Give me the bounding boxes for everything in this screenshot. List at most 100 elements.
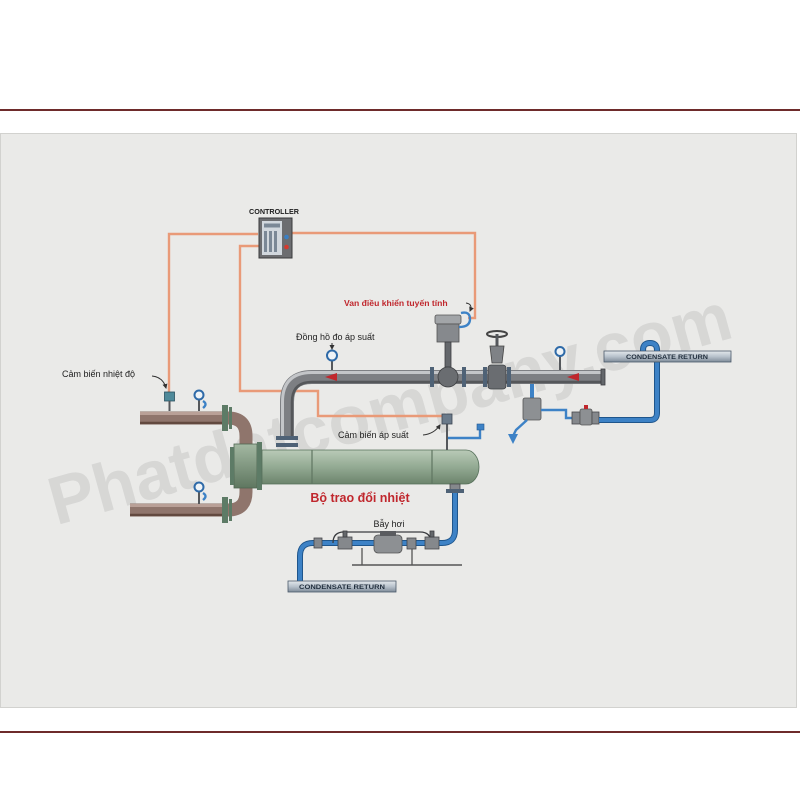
siphon-tube — [202, 491, 207, 501]
gauge-dial-icon — [326, 349, 338, 362]
condensate-return-label: CONDENSATE RETURN — [299, 584, 385, 591]
condensate-return-pipe — [603, 350, 732, 363]
steam-inlet-flange — [276, 436, 298, 440]
flow-direction-arrow — [325, 373, 337, 381]
union-fitting — [313, 537, 323, 549]
heat-exchanger-flange — [257, 442, 262, 490]
controller-bar — [269, 231, 272, 252]
signal-line-temperature — [167, 232, 258, 392]
gauge-stem — [559, 356, 561, 370]
condensate-return-label: CONDENSATE RETURN — [626, 354, 708, 361]
trap-handle — [584, 405, 588, 409]
strainer — [406, 537, 417, 550]
gauge-dial-icon — [193, 481, 205, 493]
condensate-return-header-top: CONDENSATE RETURN — [603, 350, 732, 363]
valve-bonnet — [489, 345, 505, 364]
pressure-sensor-siphon — [448, 429, 482, 440]
heat-exchanger: Bộ trao đổi nhiệt — [230, 442, 480, 505]
heat-exchanger-label: Bộ trao đổi nhiệt — [310, 491, 410, 505]
pressure-sensor-stem — [446, 424, 448, 450]
temperature-sensor-head — [164, 391, 175, 402]
steam-trap-assembly: Bẫy hơi — [313, 519, 462, 566]
controller-bar — [274, 231, 277, 252]
top-divider — [0, 109, 800, 111]
blowdown-arrow-icon — [508, 434, 518, 444]
trap-valve — [591, 411, 600, 425]
outlet-flange — [446, 489, 464, 493]
siphon-tube — [202, 399, 207, 409]
pressure-sensor — [441, 413, 485, 450]
gauge-dial-icon — [554, 346, 566, 357]
pressure-gauge-label: Đồng hồ đo áp suất — [296, 332, 375, 342]
control-valve-pointer — [465, 302, 474, 312]
steam-trap-label: Bẫy hơi — [374, 519, 405, 529]
steam-trap-cap — [380, 531, 396, 536]
steam-inlet-flange — [276, 443, 298, 447]
pressure-sensor-pointer — [422, 424, 441, 436]
gauge-dial-icon — [193, 389, 205, 401]
controller-label: CONTROLLER — [249, 207, 300, 216]
valve-flange — [462, 367, 466, 387]
valve-flange — [483, 367, 487, 387]
valve-handle — [429, 530, 435, 538]
pressure-sensor-label: Cảm biến áp suất — [338, 430, 409, 440]
lower-left-pipe — [130, 480, 253, 517]
upper-left-gauge — [193, 389, 207, 411]
lower-left-gauge — [193, 481, 207, 504]
heat-exchanger-head-flange — [230, 447, 234, 485]
outlet-isolation-valve — [424, 536, 440, 550]
valve-stem — [495, 334, 499, 346]
controller-display-bar — [264, 223, 280, 228]
bottom-divider — [0, 731, 800, 733]
upper-left-pipe — [140, 411, 253, 450]
inlet-isolation-valve — [337, 536, 353, 550]
steam-pipe-highlight — [281, 371, 603, 440]
valve-flange — [430, 367, 434, 387]
upper-left-flange — [229, 407, 232, 429]
actuator-tubing — [458, 311, 472, 329]
steam-pressure-gauge — [326, 349, 338, 370]
temperature-sensor-pointer — [151, 375, 168, 389]
flow-direction-arrow — [567, 373, 579, 381]
valve-handle — [342, 530, 348, 538]
lower-left-flange — [222, 497, 228, 523]
condensate-return-pipe — [287, 580, 397, 593]
controller-blue-indicator — [284, 234, 289, 240]
diagram-panel — [0, 133, 797, 708]
gauge-stem — [198, 399, 200, 411]
valve-body — [437, 366, 459, 388]
lower-left-flange — [229, 499, 232, 521]
steam-pipe — [280, 370, 603, 440]
actuator-body — [436, 323, 460, 343]
signal-line-control-valve — [292, 231, 477, 320]
upper-left-flange — [222, 405, 228, 431]
steam-pipe-end-cap — [600, 368, 606, 386]
steam-supply-pipe — [276, 368, 606, 447]
heat-exchanger-shell — [261, 449, 480, 485]
control-valve-label: Van điều khiển tuyến tính — [344, 298, 448, 308]
signal-line-pressure — [238, 244, 442, 418]
condensate-riser — [599, 340, 659, 422]
drain-pot — [522, 397, 542, 421]
gauge-stem — [198, 491, 200, 504]
valve-body — [487, 364, 507, 390]
temperature-sensor-stem — [168, 401, 171, 411]
control-valve — [430, 311, 472, 388]
controller-red-indicator — [284, 244, 289, 250]
valve-stem — [444, 341, 452, 368]
annotations: Van điều khiển tuyến tính Đồng hồ đo áp … — [62, 298, 474, 440]
trap-body — [579, 408, 593, 426]
downstream-pressure-gauge — [554, 346, 566, 370]
temperature-sensor — [164, 391, 175, 411]
heat-exchanger-head — [233, 443, 258, 489]
pressure-sensor-head — [441, 413, 453, 425]
trap-inlet-line — [541, 408, 572, 420]
controller-bar — [264, 231, 267, 252]
signal-lines — [167, 231, 477, 418]
pressure-sensor-valve — [476, 423, 485, 431]
steam-line-drain — [508, 339, 660, 444]
actuator-cap — [434, 314, 462, 325]
steam-trap-body — [373, 534, 403, 554]
condensate-return-header-bottom: CONDENSATE RETURN — [287, 580, 397, 593]
